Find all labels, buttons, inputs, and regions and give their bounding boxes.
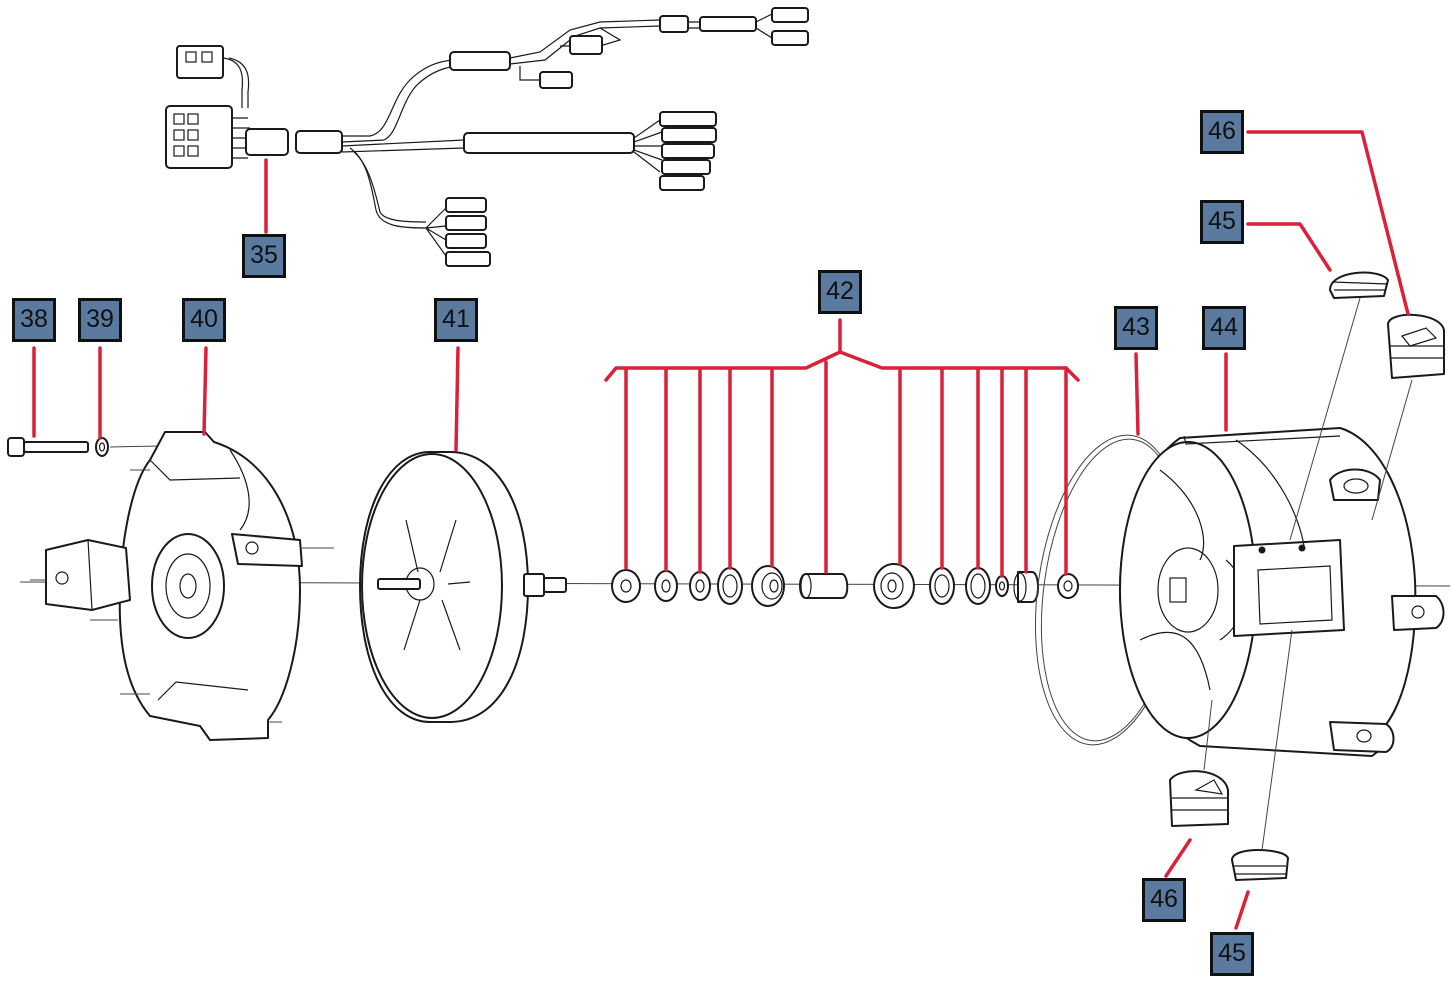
front-housing (30, 431, 334, 741)
callout-42: 42 (818, 270, 862, 314)
bearing-and-spacer-set (611, 563, 1079, 609)
callout-43: 43 (1114, 306, 1158, 350)
callout-39: 39 (78, 298, 122, 342)
callout-41: 41 (434, 298, 478, 342)
mount-bushing-upper (1387, 313, 1445, 379)
screw (7, 437, 89, 457)
wiring-harness (165, 7, 809, 267)
callout-45-lower: 45 (1210, 932, 1254, 976)
callout-46-upper: 46 (1200, 110, 1244, 154)
leader-lines (32, 130, 1410, 930)
washer (95, 437, 109, 457)
mount-bushing-lower (1169, 770, 1229, 827)
rotor-wheel (359, 451, 567, 723)
callout-46-lower: 46 (1142, 878, 1186, 922)
rear-housing (1119, 427, 1445, 757)
callout-44: 44 (1202, 306, 1246, 350)
callout-40: 40 (182, 298, 226, 342)
callout-45-upper: 45 (1200, 200, 1244, 244)
callout-38: 38 (12, 298, 56, 342)
callout-35: 35 (242, 234, 286, 278)
grommet-upper (1329, 271, 1389, 299)
grommet-lower (1231, 849, 1289, 881)
